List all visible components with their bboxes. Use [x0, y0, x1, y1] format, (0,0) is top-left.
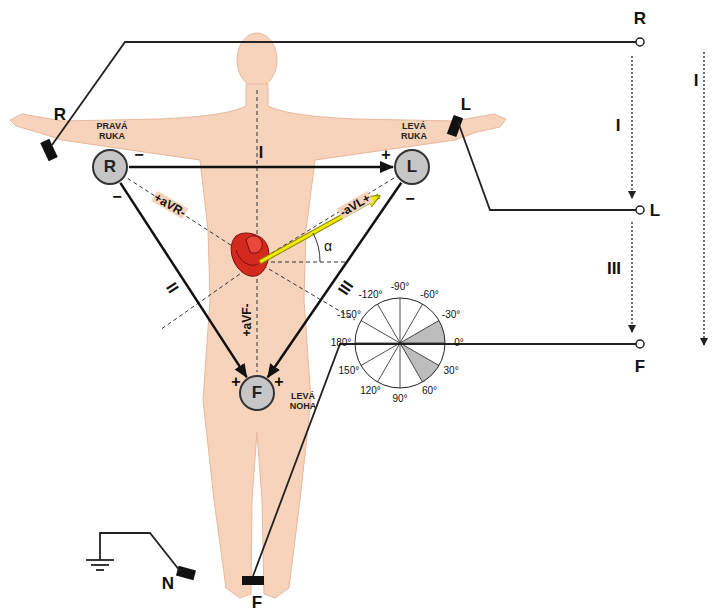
angle-label: 90° — [392, 394, 407, 404]
terminal-label: F — [252, 594, 262, 611]
hexaxial-circle — [355, 298, 445, 388]
terminal-label: III — [607, 260, 621, 277]
lead-wires — [52, 42, 636, 576]
terminal-label: F — [635, 358, 645, 375]
body-silhouette — [10, 33, 506, 598]
lead-label: -aVL+ — [337, 191, 373, 219]
electrode-letter: R — [94, 151, 126, 183]
lead-name: I — [259, 145, 263, 161]
lead-name: III — [336, 278, 357, 298]
terminal-label: + — [381, 147, 390, 163]
terminal-label: N — [162, 575, 174, 592]
electrode-circle: FLEVÁ NOHA — [239, 375, 275, 411]
angle-arc — [313, 233, 320, 262]
lead-label: +aVF- — [241, 302, 253, 337]
lead-label: α — [324, 239, 332, 253]
terminal-label: I — [694, 72, 699, 89]
lead-name: II — [163, 280, 181, 296]
angle-label: 0° — [454, 338, 464, 348]
angle-label: -150° — [337, 310, 361, 320]
angle-label: 120° — [360, 386, 381, 396]
lead-connector — [120, 183, 246, 377]
terminal-label: − — [134, 147, 143, 163]
electrode-letter: F — [241, 377, 273, 409]
lead-connector — [268, 183, 402, 378]
terminal-label: − — [112, 189, 121, 205]
electrode-circle: RPRAVÁ RUKA — [92, 149, 128, 185]
lead-connector — [129, 166, 393, 169]
lead-direction-arrows — [632, 52, 704, 345]
lead-label: +aVR- — [151, 191, 188, 220]
electrode-circle: LLEVÁ RUKA — [394, 149, 430, 185]
electrode-heading: LEVÁ RUKA — [392, 121, 436, 141]
angle-label: -60° — [420, 290, 438, 300]
terminal-label: I — [616, 117, 621, 134]
electrode-heading: PRAVÁ RUKA — [90, 121, 134, 141]
angle-label: -120° — [358, 290, 382, 300]
angle-label: -30° — [442, 310, 460, 320]
terminals — [636, 38, 644, 348]
angle-label: 60° — [422, 386, 437, 396]
terminal-label: R — [54, 106, 66, 123]
electrode-letter: L — [396, 151, 428, 183]
terminal-label: + — [231, 374, 240, 390]
terminal-label: L — [650, 202, 660, 219]
terminal-label: R — [634, 10, 646, 27]
angle-label: 180° — [331, 338, 352, 348]
heart — [231, 233, 269, 276]
angle-label: -90° — [391, 282, 409, 292]
terminal-label: − — [405, 191, 414, 207]
angle-label: 30° — [444, 366, 459, 376]
electrode-cuffs — [40, 115, 463, 585]
electrode-heading: LEVÁ NOHA — [281, 391, 325, 411]
terminal-label: + — [274, 374, 283, 390]
angle-label: 150° — [339, 366, 360, 376]
terminal-label: L — [461, 96, 471, 113]
